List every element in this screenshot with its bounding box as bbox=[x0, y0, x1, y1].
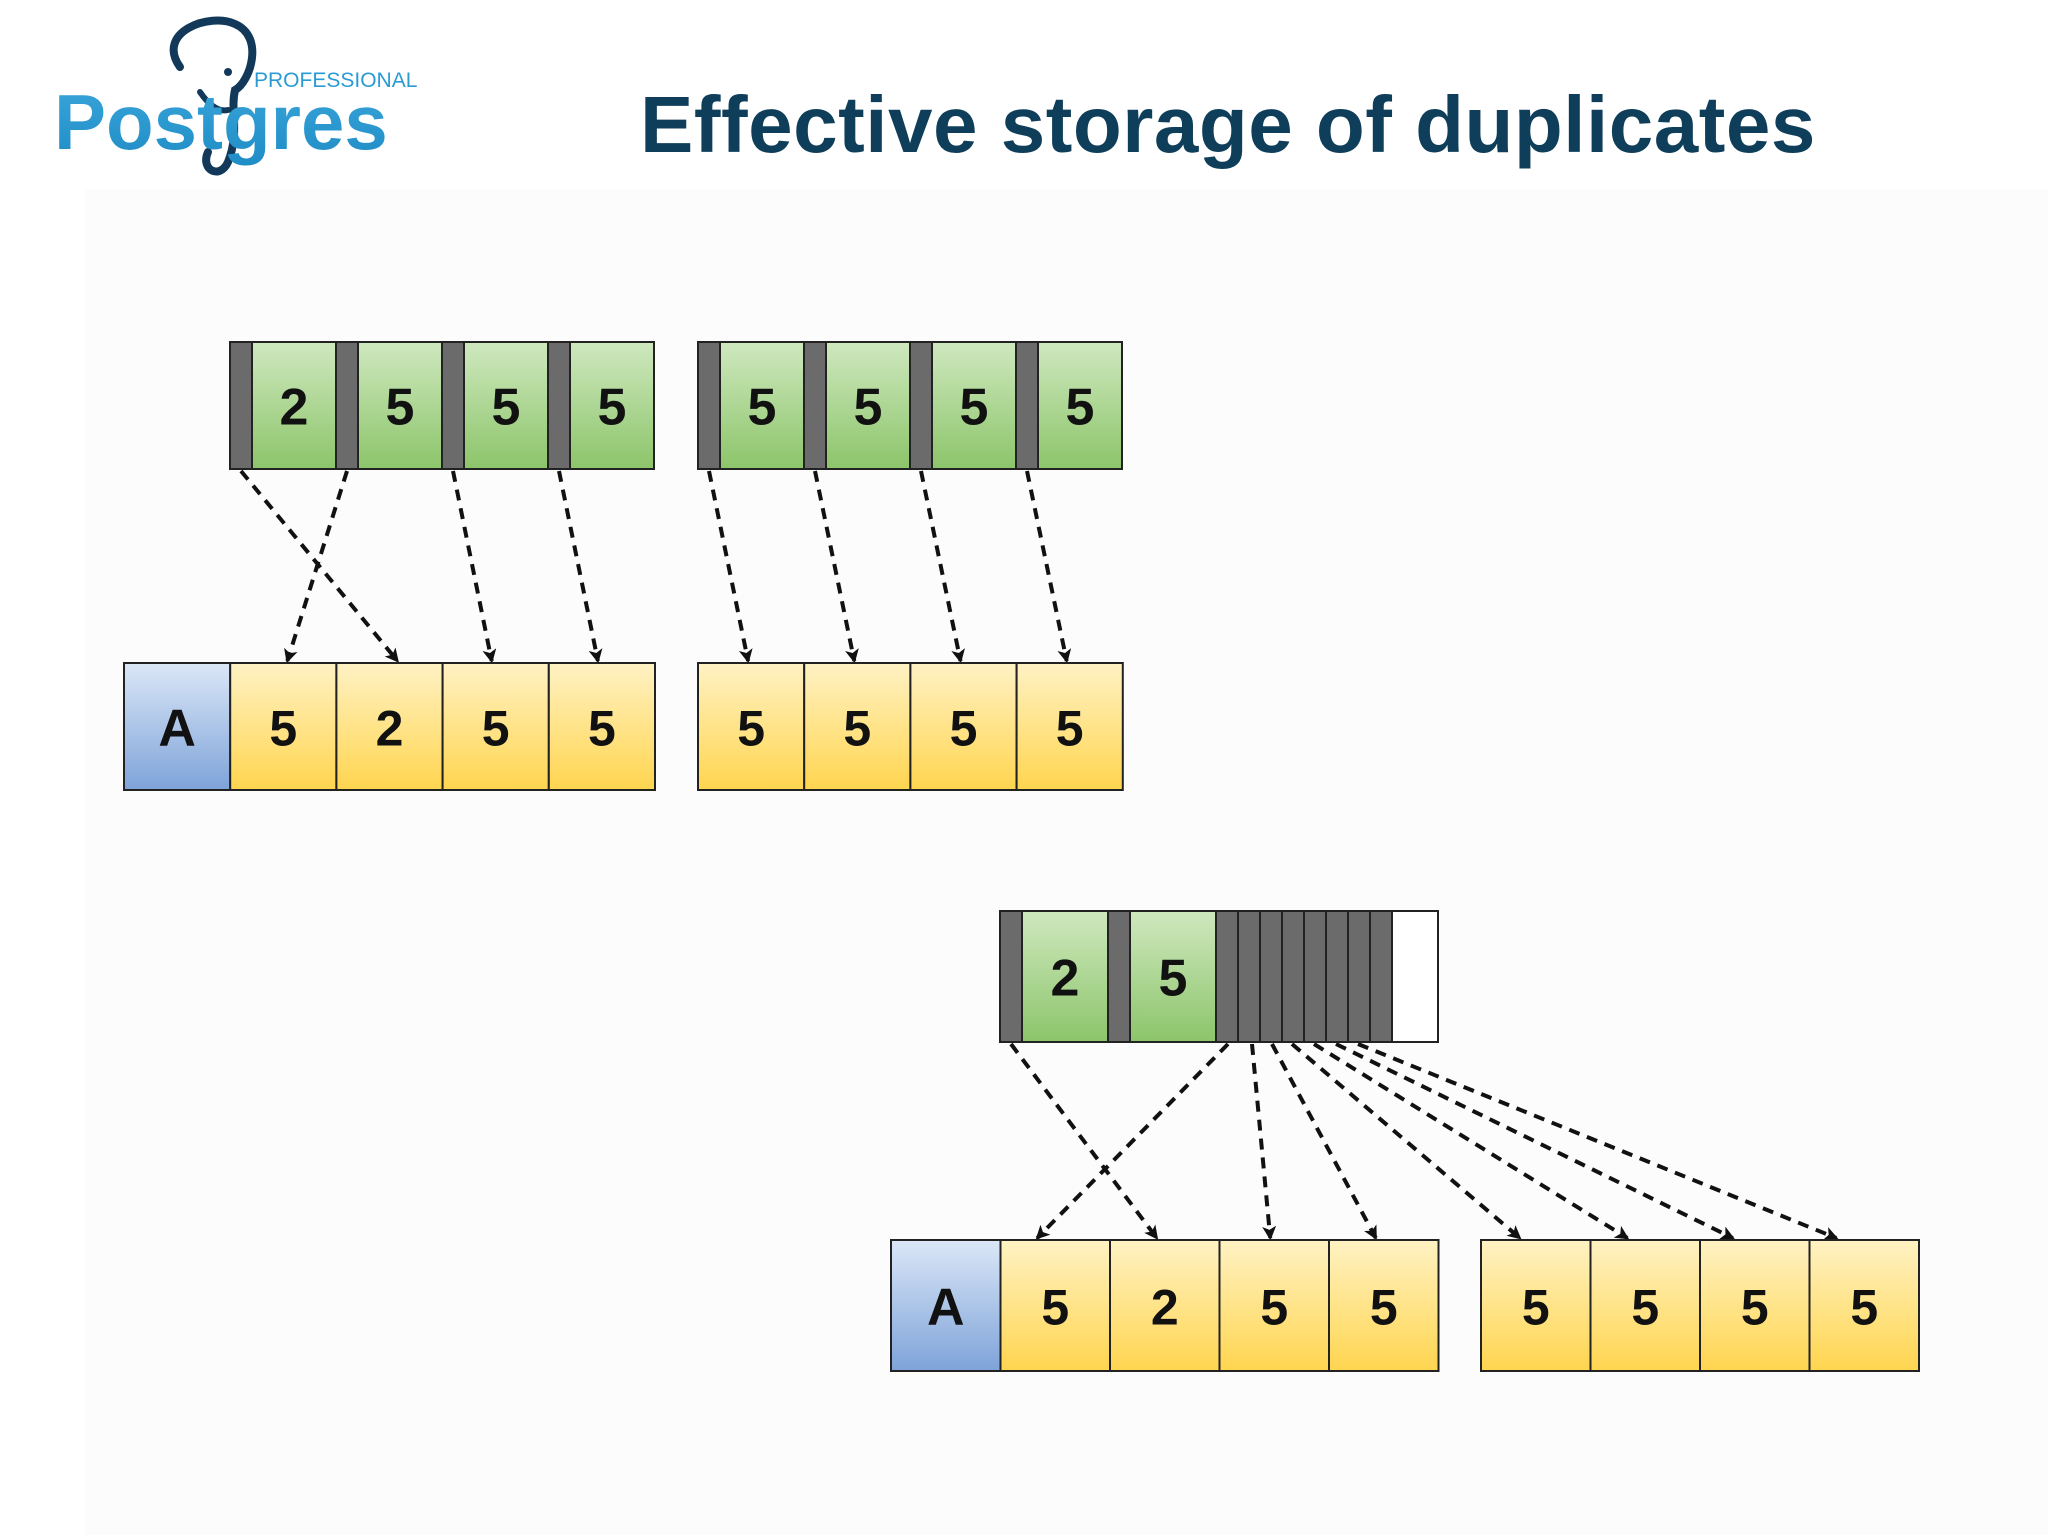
tid-pointer-arrow bbox=[284, 470, 349, 664]
tid-pointer-arrow bbox=[919, 470, 965, 664]
top-index-2-tid-block bbox=[909, 341, 933, 470]
top-heap-1-tuple-cell bbox=[229, 662, 338, 791]
top-index-2-tid-block bbox=[1015, 341, 1039, 470]
bottom-heap-1-header-cell bbox=[890, 1239, 1002, 1372]
bottom-index-free-space bbox=[1391, 910, 1439, 1043]
top-index-1-key-label: 5 bbox=[492, 379, 521, 437]
top-index-1-key-label: 2 bbox=[280, 379, 309, 437]
top-heap-1-tuple-label: 5 bbox=[269, 701, 297, 757]
top-index-1-key-cell bbox=[251, 341, 337, 470]
bottom-posting-tid-block bbox=[1215, 910, 1239, 1043]
top-index-2-key-label: 5 bbox=[748, 379, 777, 437]
slide-title: Effective storage of duplicates bbox=[640, 80, 1816, 169]
tid-pointer-arrow bbox=[1357, 1042, 1839, 1241]
top-heap-2-tuple-label: 5 bbox=[843, 701, 871, 757]
tid-pointer-arrow bbox=[707, 470, 753, 664]
tid-pointer-arrow bbox=[1250, 1043, 1277, 1241]
tid-pointer-arrow bbox=[557, 470, 603, 664]
top-index-2-key-cell bbox=[1037, 341, 1123, 470]
bottom-index-key-cell bbox=[1129, 910, 1217, 1043]
bottom-index-key-label: 5 bbox=[1159, 950, 1188, 1008]
top-heap-1-header-cell bbox=[123, 662, 232, 791]
top-heap-1-tuple-cell bbox=[441, 662, 550, 791]
logo-postgres-text: Postgres bbox=[54, 78, 388, 166]
top-heap-2-tuple-label: 5 bbox=[1056, 701, 1084, 757]
top-heap-2-tuple-label: 5 bbox=[950, 701, 978, 757]
top-index-1-tid-block bbox=[441, 341, 465, 470]
top-index-2-key-cell bbox=[825, 341, 911, 470]
bottom-heap-1-tuple-cell bbox=[1218, 1239, 1330, 1372]
bottom-heap-2-tuple-label: 5 bbox=[1522, 1280, 1550, 1336]
top-index-2-tid-block bbox=[697, 341, 721, 470]
bottom-index-tid-block bbox=[1107, 910, 1131, 1043]
tid-pointer-arrow bbox=[1009, 1042, 1159, 1240]
top-index-1-tid-block bbox=[335, 341, 359, 470]
top-index-1-tid-block bbox=[229, 341, 253, 470]
tid-pointer-arrow bbox=[1335, 1042, 1735, 1240]
top-heap-2-tuple-label: 5 bbox=[737, 701, 765, 757]
bottom-heap-1-tuple-cell bbox=[999, 1239, 1111, 1372]
bottom-posting-tid-block bbox=[1259, 910, 1283, 1043]
top-heap-1-tuple-label: 5 bbox=[482, 701, 510, 757]
bottom-index-key-cell bbox=[1021, 910, 1109, 1043]
bottom-heap-1-tuple-label: 5 bbox=[1260, 1280, 1288, 1336]
top-index-1-key-label: 5 bbox=[386, 379, 415, 437]
bottom-posting-tid-block bbox=[1237, 910, 1261, 1043]
elephant-logo-icon: PROFESSIONAL Postgres bbox=[54, 16, 417, 176]
bottom-posting-tid-block bbox=[1303, 910, 1327, 1043]
top-index-2-key-cell bbox=[931, 341, 1017, 470]
bottom-heap-2-tuple-label: 5 bbox=[1850, 1280, 1878, 1336]
tid-pointer-arrow bbox=[239, 469, 400, 663]
top-index-2-key-label: 5 bbox=[854, 379, 883, 437]
top-index-2-key-cell bbox=[719, 341, 805, 470]
bottom-posting-tid-block bbox=[1325, 910, 1349, 1043]
top-heap-2-tuple-cell bbox=[697, 662, 806, 791]
tid-pointer-arrow bbox=[451, 470, 497, 664]
bottom-heap-2-tuple-label: 5 bbox=[1631, 1280, 1659, 1336]
top-heap-1-tuple-label: 2 bbox=[376, 701, 404, 757]
bottom-posting-tid-block bbox=[1347, 910, 1371, 1043]
top-index-1-key-cell bbox=[569, 341, 655, 470]
bottom-heap-1-tuple-label: 2 bbox=[1151, 1280, 1179, 1336]
top-heap-1-header-label: A bbox=[158, 700, 196, 758]
tid-pointer-arrow bbox=[1035, 1042, 1230, 1240]
tid-pointer-arrow bbox=[1312, 1042, 1630, 1240]
bottom-heap-2-tuple-label: 5 bbox=[1741, 1280, 1769, 1336]
top-index-2-key-label: 5 bbox=[960, 379, 989, 437]
tid-pointer-arrow bbox=[1025, 470, 1072, 664]
top-heap-2-tuple-cell bbox=[803, 662, 912, 791]
top-heap-1-tuple-cell bbox=[335, 662, 444, 791]
top-index-1-key-label: 5 bbox=[598, 379, 627, 437]
bottom-heap-1-tuple-label: 5 bbox=[1041, 1280, 1069, 1336]
bottom-posting-tid-block bbox=[1281, 910, 1305, 1043]
top-heap-1-tuple-cell bbox=[547, 662, 656, 791]
tid-pointer-arrow bbox=[813, 470, 859, 664]
top-heap-1-tuple-label: 5 bbox=[588, 701, 616, 757]
bottom-heap-2-tuple-cell bbox=[1808, 1239, 1920, 1372]
logo-professional-text: PROFESSIONAL bbox=[254, 69, 417, 92]
top-index-2-tid-block bbox=[803, 341, 827, 470]
bottom-index-key-label: 2 bbox=[1051, 950, 1080, 1008]
bottom-index-tid-block bbox=[999, 910, 1023, 1043]
bottom-posting-tid-block bbox=[1369, 910, 1393, 1043]
top-heap-2-tuple-cell bbox=[1015, 662, 1124, 791]
top-index-1-tid-block bbox=[547, 341, 571, 470]
bottom-heap-2-tuple-cell bbox=[1699, 1239, 1811, 1372]
bottom-heap-1-tuple-cell bbox=[1328, 1239, 1440, 1372]
bottom-heap-1-header-label: A bbox=[927, 1279, 965, 1337]
bottom-heap-1-tuple-label: 5 bbox=[1370, 1280, 1398, 1336]
top-index-1-key-cell bbox=[463, 341, 549, 470]
tid-pointer-arrow bbox=[1290, 1042, 1522, 1240]
postgres-professional-logo: PROFESSIONAL Postgres bbox=[50, 12, 450, 182]
top-index-2-key-label: 5 bbox=[1066, 379, 1095, 437]
